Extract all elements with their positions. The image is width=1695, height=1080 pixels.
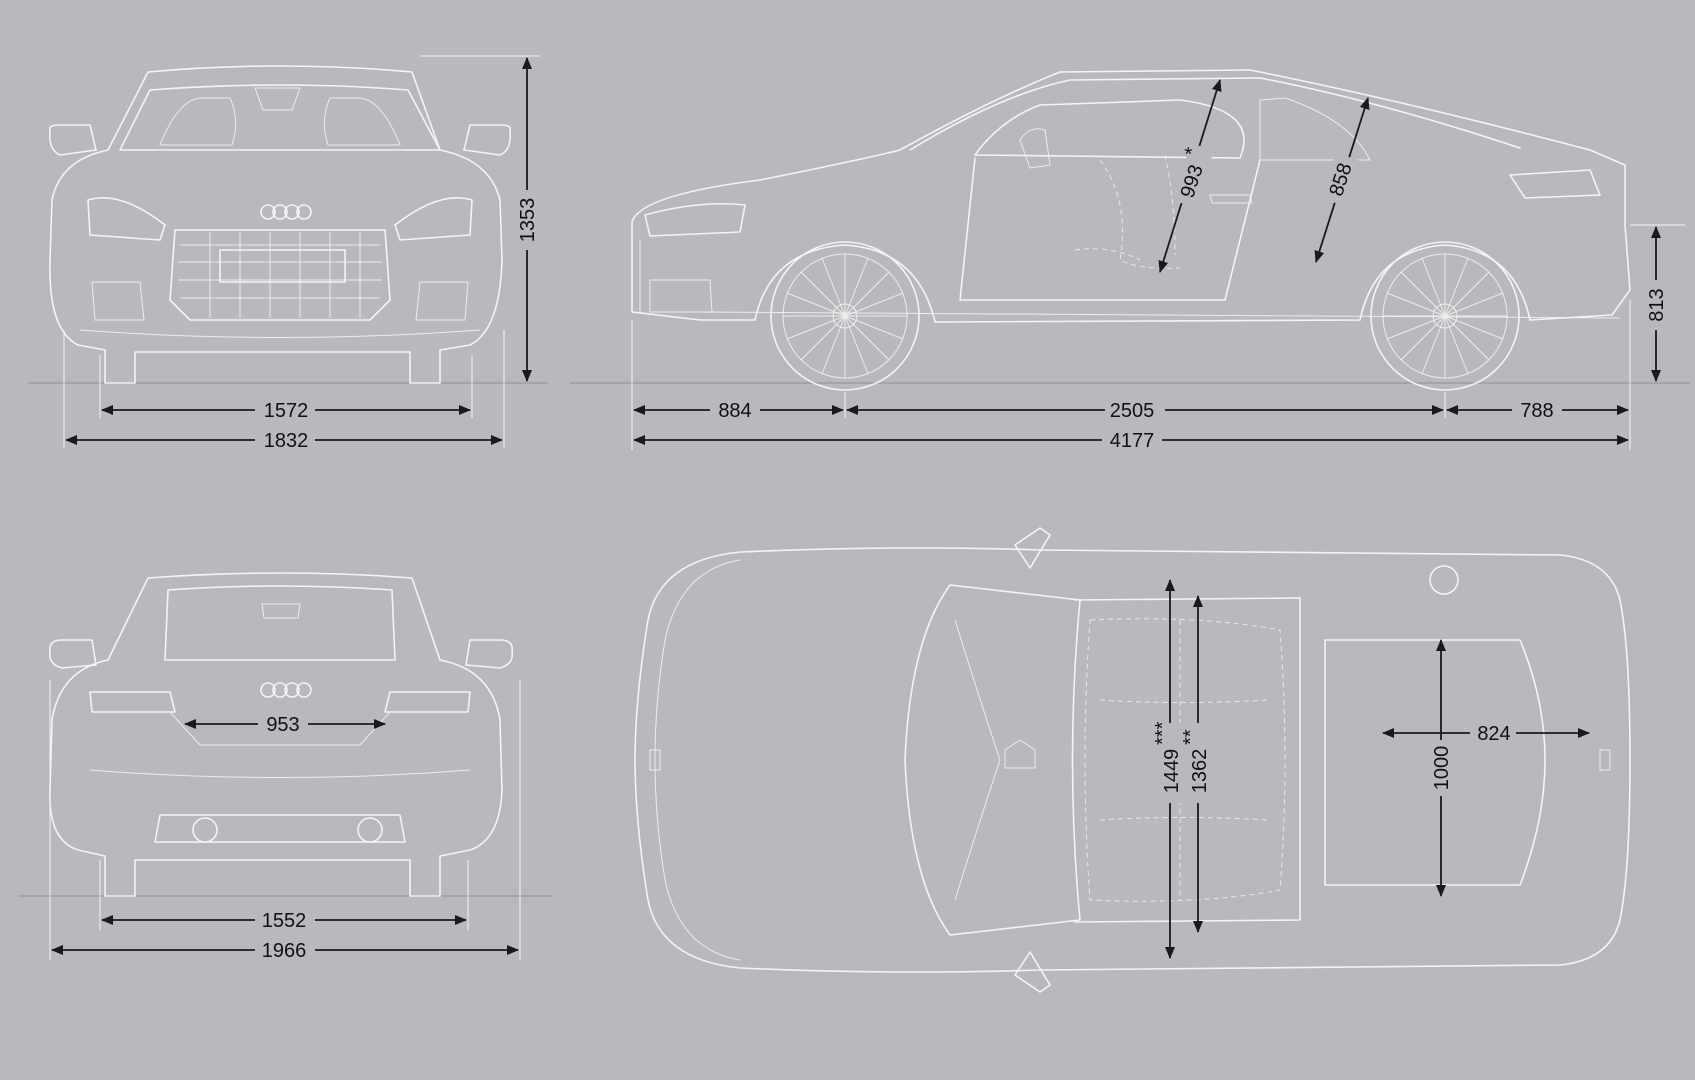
top-car-outline [634,527,1631,993]
trunk-opening-label: 953 [266,714,299,736]
trunk-length-label: 824 [1477,723,1510,745]
front-shoulder-mark: *** [1152,721,1174,745]
sill-height-label: 813 [1646,288,1668,321]
side-view: 884 2505 788 4177 813 993 * 858 [570,69,1690,452]
rear-view: 953 1552 1966 [18,572,552,962]
front-width-label: 1832 [264,430,309,452]
rear-overhang-label: 788 [1520,400,1553,422]
rear-car-outline [48,572,514,897]
front-shoulder-label: 1449 [1161,749,1183,794]
front-track-label: 1572 [264,400,309,422]
rear-shoulder-label: 1362 [1189,749,1211,794]
top-view: 1449 *** 1362 ** 824 1000 [634,527,1631,993]
height-label: 1353 [517,198,539,243]
trunk-width-label: 1000 [1431,746,1453,791]
width-mirrors-label: 1966 [262,940,307,962]
front-overhang-label: 884 [718,400,751,422]
rear-shoulder-mark: ** [1180,729,1202,745]
rear-track-label: 1552 [262,910,307,932]
side-car-outline [631,69,1631,391]
front-car-outline [48,65,512,384]
front-view: 1572 1832 1353 [28,55,548,452]
wheelbase-label: 2505 [1110,400,1155,422]
length-label: 4177 [1110,430,1155,452]
